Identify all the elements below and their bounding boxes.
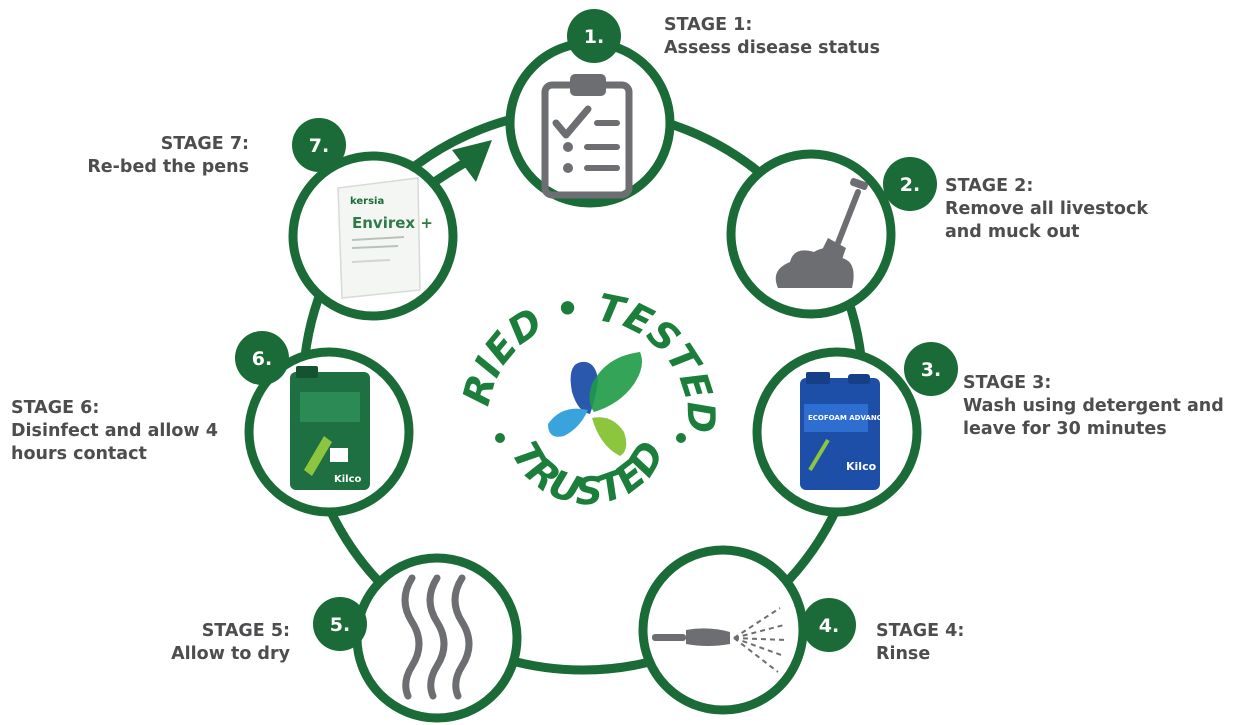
stage-2-badge	[883, 157, 937, 211]
envirex-bag: kersia Envirex +	[337, 177, 433, 299]
stage-6-badge	[235, 331, 289, 385]
stage-5-text: STAGE 5: Allow to dry	[171, 620, 290, 666]
stage-6-text: STAGE 6: Disinfect and allow 4 hours con…	[11, 397, 218, 466]
stage-4-node: 4.	[638, 545, 856, 715]
stage-1-node: 1.	[505, 9, 675, 208]
stage-3-line-1: Wash using detergent and	[963, 396, 1224, 416]
stage-2-title: STAGE 2:	[945, 176, 1034, 196]
seal-bottom-text: TRUSTED	[503, 434, 674, 514]
stage-1-badge	[567, 9, 621, 63]
stage-7-badge	[292, 118, 346, 172]
stage-4-badge	[802, 598, 856, 652]
shovel-muck-icon	[775, 178, 868, 288]
stage-3-title: STAGE 3:	[963, 373, 1052, 393]
stage-4-text: STAGE 4: Rinse	[876, 620, 964, 666]
stage-3-line-2: leave for 30 minutes	[963, 419, 1167, 439]
stage-3-node: ECOFOAM ADVANCED Kilco 3.	[752, 342, 958, 517]
stage-2-node: 2.	[726, 149, 937, 319]
disinfectant-brand: Kilco	[334, 474, 362, 485]
stage-6-number: 6.	[252, 348, 272, 370]
stage-3-number: 3.	[921, 359, 941, 381]
envirex-brand: kersia	[350, 196, 384, 207]
stage-1-text: STAGE 1: Assess disease status	[664, 14, 880, 60]
stage-5-line-1: Allow to dry	[171, 644, 290, 664]
kersia-x-logo	[548, 352, 642, 456]
stage-2-number: 2.	[900, 174, 920, 196]
stage-2-line-2: and muck out	[945, 222, 1080, 242]
cycle-arrowhead	[452, 140, 492, 182]
stage-1-title: STAGE 1:	[664, 15, 753, 35]
detergent-brand: Kilco	[846, 460, 877, 473]
stage-7-number: 7.	[309, 135, 329, 157]
stage-7-line-1: Re-bed the pens	[87, 157, 249, 177]
stage-5-node: 5.	[313, 553, 522, 723]
stage-5-number: 5.	[330, 614, 350, 636]
stage-7-node: kersia Envirex + 7.	[288, 118, 458, 321]
pressure-washer-icon	[652, 607, 787, 673]
stage-6-title: STAGE 6:	[11, 398, 100, 418]
stage-3-text: STAGE 3: Wash using detergent and leave …	[963, 372, 1224, 441]
stage-6-node: Kilco 6.	[235, 331, 414, 517]
blue-detergent-container: ECOFOAM ADVANCED Kilco	[800, 372, 893, 490]
stage-4-title: STAGE 4:	[876, 621, 965, 641]
seal-dot-left	[495, 433, 505, 443]
detergent-name: ECOFOAM ADVANCED	[808, 414, 893, 422]
stage-2-text: STAGE 2: Remove all livestock and muck o…	[945, 175, 1148, 244]
seal-dot-right	[676, 433, 686, 443]
stage-6-line-2: hours contact	[11, 444, 147, 464]
stage-3-badge	[904, 342, 958, 396]
stage-5-badge	[313, 597, 367, 651]
wavy-drying-lines-icon	[401, 574, 473, 700]
stage-2-line-1: Remove all livestock	[945, 199, 1148, 219]
green-disinfectant-container: Kilco	[290, 366, 370, 490]
clipboard-checklist-icon	[541, 74, 633, 199]
stage-4-line-1: Rinse	[876, 644, 931, 664]
stage-6-line-1: Disinfect and allow 4	[11, 421, 218, 441]
stage-1-line-1: Assess disease status	[664, 38, 880, 58]
stage-7-title: STAGE 7:	[160, 134, 249, 154]
stage-5-title: STAGE 5:	[201, 621, 290, 641]
stage-7-text: STAGE 7: Re-bed the pens	[87, 133, 249, 179]
envirex-name: Envirex +	[352, 214, 433, 232]
stage-4-number: 4.	[819, 615, 839, 637]
stage-1-number: 1.	[584, 26, 604, 48]
